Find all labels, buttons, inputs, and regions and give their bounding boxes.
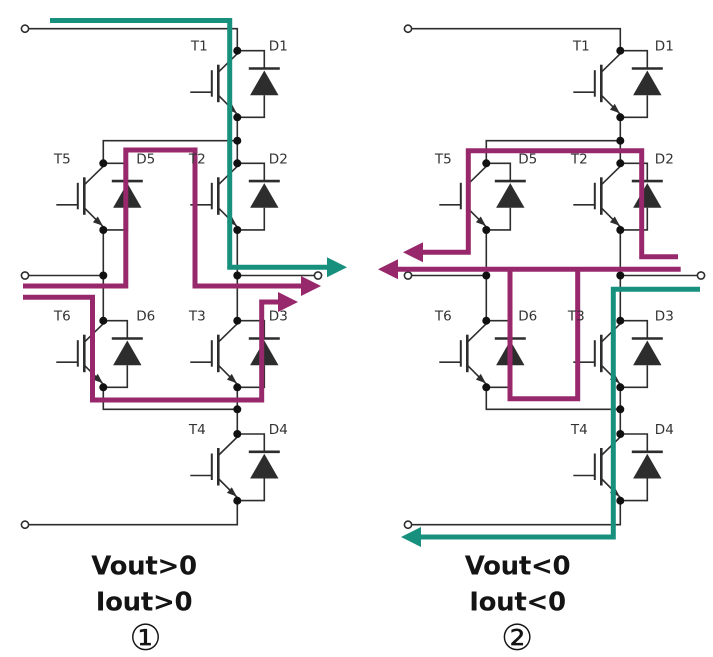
teal-arrowhead [401,527,421,547]
label-T2: T2 [570,151,588,167]
label-T6: T6 [434,309,452,325]
teal-arrowhead [327,257,347,278]
circuit-number-2: ② [501,618,533,657]
label-D3: D3 [269,309,288,325]
label-D6: D6 [518,309,537,325]
caption-vout-1: Vout>0 [91,552,197,582]
label-D2: D2 [269,151,288,167]
caption-iout-1: Iout>0 [96,588,193,618]
label-T5: T5 [434,151,452,167]
magenta-arrowhead [378,259,398,280]
magenta-arrowhead [403,242,423,263]
label-D5: D5 [136,151,155,167]
label-T5: T5 [53,151,71,167]
circuit-number-1: ① [129,618,161,657]
label-D1: D1 [269,39,288,55]
label-T4: T4 [570,422,588,438]
label-T6: T6 [53,309,71,325]
label-T4: T4 [188,422,206,438]
label-D3: D3 [655,309,674,325]
label-D5: D5 [518,151,537,167]
label-D2: D2 [655,151,674,167]
label-D4: D4 [269,422,288,438]
label-T3: T3 [567,309,585,325]
caption-vout-2: Vout<0 [465,552,571,582]
caption-iout-2: Iout<0 [469,588,566,618]
circuit-2-magenta-path-1 [403,148,678,263]
magenta-arrowhead [301,276,321,296]
circuit-1-wiring [21,25,321,528]
label-D1: D1 [655,39,674,55]
label-T1: T1 [572,39,590,55]
circuit-1-teal-current-path [50,18,347,278]
circuit-1-magenta-path-1 [23,147,321,296]
circuit-2-magenta-path-2 [378,259,681,402]
label-T2: T2 [188,151,206,167]
circuit-2-wiring [404,25,704,528]
circuit-1-magenta-path-2 [23,292,298,403]
label-T3: T3 [188,309,206,325]
label-T1: T1 [190,39,208,55]
label-D6: D6 [136,309,155,325]
magenta-arrowhead [278,292,298,312]
label-D4: D4 [655,422,674,438]
circuit-2-teal-current-path [401,286,700,547]
